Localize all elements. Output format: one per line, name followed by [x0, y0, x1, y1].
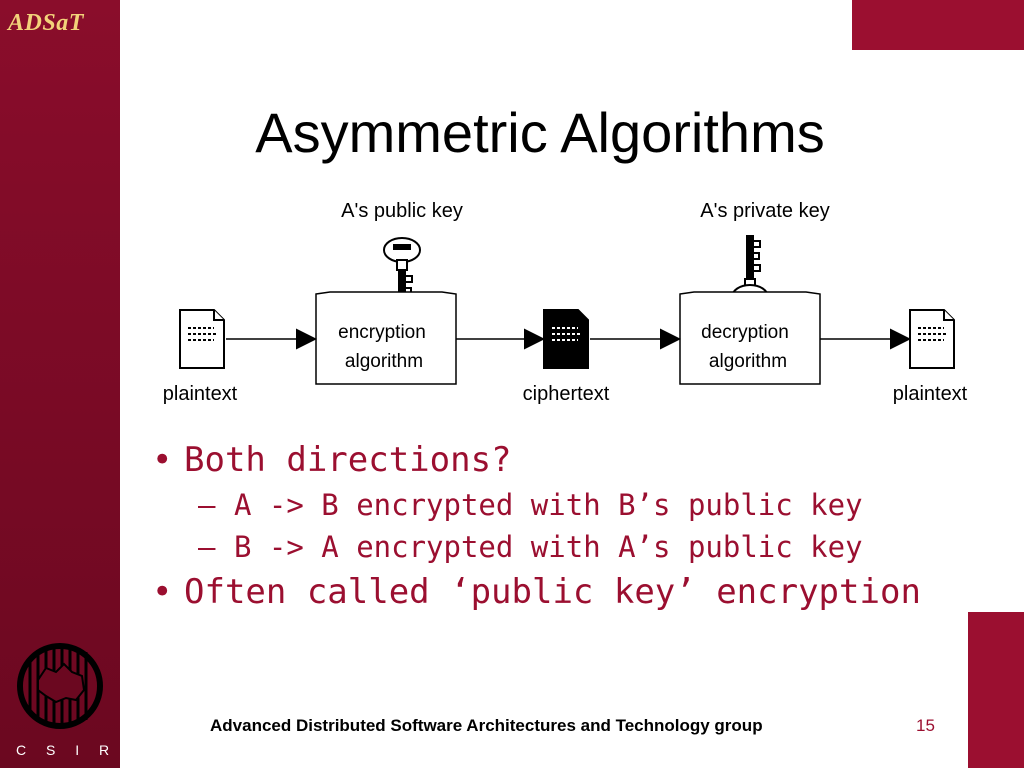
csiro-logo-text: C S I R O — [16, 742, 148, 758]
decryption-box-line2: algorithm — [709, 351, 787, 372]
plaintext-output-document-icon — [909, 309, 955, 369]
slide-title: Asymmetric Algorithms — [255, 101, 825, 164]
plaintext-document-icon — [179, 309, 225, 369]
encryption-box-line2: algorithm — [345, 351, 423, 372]
svg-text:CMIS: CMIS — [1014, 660, 1024, 768]
bullet-item: •Often called ‘public key’ encryption — [152, 572, 921, 612]
sub-bullet-text: A -> B encrypted with B’s public key — [234, 488, 863, 522]
plaintext-label-right: plaintext — [893, 383, 968, 405]
decryption-algorithm-box: decryption algorithm — [679, 291, 821, 385]
cmis-logo: CMIS — [968, 612, 1024, 773]
sub-bullet-text: B -> A encrypted with A’s public key — [234, 530, 863, 564]
encryption-algorithm-box: encryption algorithm — [315, 291, 457, 385]
sub-bullet-item: –A -> B encrypted with B’s public key — [198, 488, 863, 522]
asymmetric-diagram: A's public key A's private key encryptio… — [120, 190, 1024, 420]
bullet-item: •Both directions? — [152, 440, 512, 480]
footer-text: Advanced Distributed Software Architectu… — [210, 716, 763, 735]
left-sidebar — [0, 0, 120, 768]
public-key-icon — [383, 237, 421, 310]
bullet-text: Both directions? — [184, 440, 512, 480]
encryption-box-line1: encryption — [338, 322, 426, 343]
ciphertext-label: ciphertext — [523, 383, 610, 405]
decryption-box-line1: decryption — [701, 322, 789, 343]
private-key-label: A's private key — [700, 200, 829, 222]
plaintext-label-left: plaintext — [163, 383, 238, 405]
brand-adsat: ADSaT — [8, 10, 84, 36]
sub-bullet-item: –B -> A encrypted with A’s public key — [198, 530, 863, 564]
csiro-logo — [8, 638, 112, 743]
top-right-accent-block — [852, 0, 1024, 50]
ciphertext-document-icon — [543, 309, 589, 369]
public-key-label: A's public key — [341, 200, 463, 222]
bullet-list: •Both directions? –A -> B encrypted with… — [152, 440, 952, 620]
page-number: 15 — [916, 716, 935, 735]
bullet-text: Often called ‘public key’ encryption — [184, 572, 921, 612]
